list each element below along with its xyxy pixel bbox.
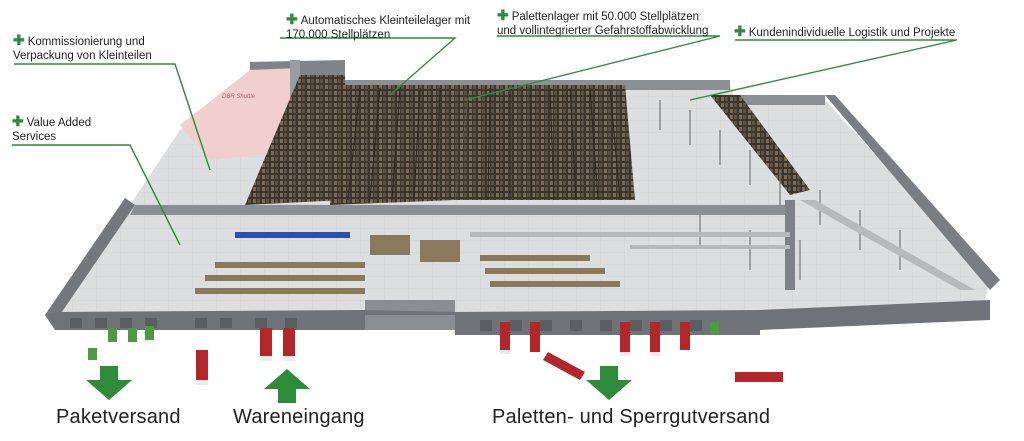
callout-line: Services <box>12 131 57 143</box>
label-wareneingang: Wareneingang <box>233 406 365 428</box>
truck-cabs <box>196 350 660 385</box>
plus-icon: ✚ <box>734 23 746 39</box>
leader-kundenindividuell <box>689 39 958 101</box>
building-sign: DBR Shuttle <box>222 94 256 100</box>
plus-icon: ✚ <box>497 7 509 23</box>
truck-red <box>196 322 783 382</box>
callout-palettenlager: ✚Palettenlager mit 50.000 Stellplätzen u… <box>497 8 708 38</box>
plus-icon: ✚ <box>12 113 24 129</box>
trucks <box>88 322 783 385</box>
leader-kleinteilelager <box>280 37 457 96</box>
building: DBR Shuttle <box>45 60 1000 335</box>
blue-conveyor <box>235 232 350 238</box>
leader-palettenlager <box>464 35 721 101</box>
front-wall <box>45 300 990 335</box>
left-side-wall <box>45 198 135 322</box>
dock-doors <box>70 318 702 331</box>
plus-icon: ✚ <box>13 32 25 48</box>
plus-icon: ✚ <box>286 11 298 27</box>
right-back-wall <box>730 95 825 105</box>
label-paketversand: Paketversand <box>56 406 181 428</box>
staging-pallets <box>195 235 620 294</box>
leader-kommissionierung <box>14 63 211 171</box>
arrow-down-paletten <box>586 366 632 400</box>
truck-green <box>88 322 719 360</box>
callout-line: und vollintegrierter Gefahrstoffabwicklu… <box>497 25 709 37</box>
callout-value-added: ✚Value Added Services <box>12 114 91 144</box>
callout-line: Automatisches Kleinteilelager mit <box>300 15 471 27</box>
arrow-down-paketversand <box>86 366 132 400</box>
callout-line: Palettenlager mit 50.000 Stellplätzen <box>511 11 700 23</box>
callout-line: Value Added <box>26 117 92 129</box>
callout-line: 170.000 Stellplätzen <box>286 29 391 41</box>
pallet-racks-left <box>330 85 470 205</box>
walkways <box>470 200 975 290</box>
small-parts-racks <box>245 75 345 205</box>
callout-line: Verpackung von Kleinteilen <box>13 50 152 62</box>
callout-line: Kundenindividuelle Logistik und Projekte <box>748 27 956 39</box>
inner-wall <box>130 205 790 215</box>
callout-line: Kommissionierung und <box>27 36 145 48</box>
customer-hall-racks <box>710 95 810 195</box>
callout-kundenindividuell: ✚Kundenindividuelle Logistik und Projekt… <box>734 24 955 40</box>
callout-kommissionierung: ✚Kommissionierung und Verpackung von Kle… <box>13 33 152 63</box>
pallet-racks-right <box>455 85 635 200</box>
leader-lines <box>12 35 958 246</box>
callout-kleinteilelager: ✚Automatisches Kleinteilelager mit 170.0… <box>286 12 470 42</box>
arrow-up-wareneingang <box>264 369 310 403</box>
leader-value-added <box>12 144 181 246</box>
pink-room <box>180 68 300 160</box>
rack-aisles <box>347 87 621 201</box>
label-paletten: Paletten- und Sperrgutversand <box>492 406 771 428</box>
right-side-wall <box>825 95 1000 290</box>
